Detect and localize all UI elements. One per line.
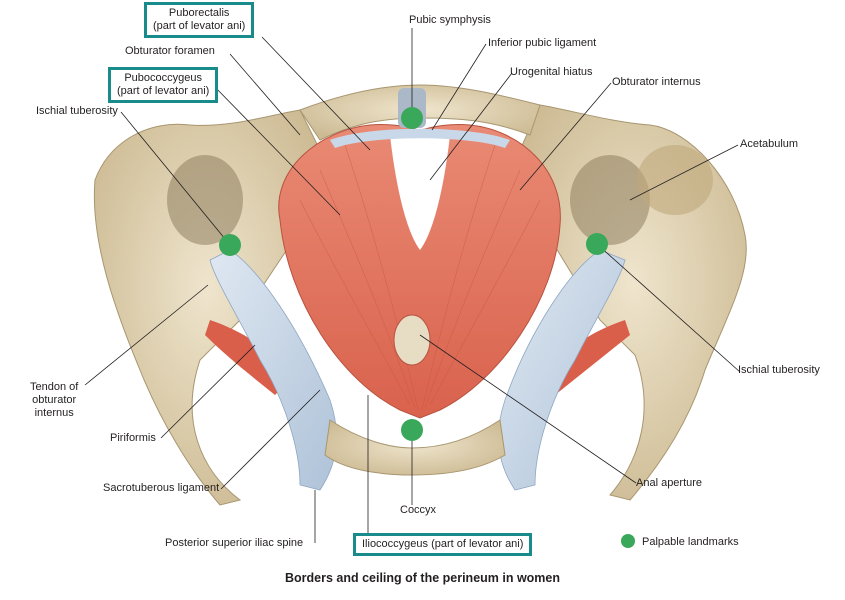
palpable-landmark-dots bbox=[219, 107, 608, 441]
right-sacrotuberous-ligament bbox=[498, 249, 626, 491]
label-pubococcygeus-line2: (part of levator ani) bbox=[117, 85, 210, 97]
urogenital-hiatus-shape bbox=[390, 129, 450, 250]
muscle-fibers bbox=[299, 144, 541, 411]
label-puborectalis: Puborectalis (part of levator ani) bbox=[144, 2, 255, 38]
leader-lines bbox=[84, 28, 741, 543]
left-obturator-foramen bbox=[167, 155, 243, 245]
inferior-pubic-ligament-shape bbox=[330, 128, 510, 148]
label-puborectalis-line2: (part of levator ani) bbox=[153, 20, 246, 32]
right-obturator-foramen bbox=[570, 155, 650, 245]
landmark-pubic-symphysis bbox=[401, 107, 423, 129]
label-urogenital-hiatus: Urogenital hiatus bbox=[510, 66, 593, 78]
landmark-coccyx bbox=[401, 419, 423, 441]
label-obturator-foramen: Obturator foramen bbox=[125, 45, 215, 57]
left-iliac-bone bbox=[93, 109, 321, 506]
label-sacrotuberous-ligament: Sacrotuberous ligament bbox=[103, 482, 220, 494]
label-tendon-line1: Tendon of bbox=[30, 381, 79, 393]
acetabulum-shape bbox=[637, 145, 713, 215]
label-coccyx: Coccyx bbox=[400, 504, 437, 516]
label-posterior-superior-iliac-spine: Posterior superior iliac spine bbox=[165, 537, 304, 549]
levator-ani-muscle bbox=[278, 124, 561, 419]
legend-dot-icon bbox=[621, 534, 635, 548]
landmark-left-ischial-tuberosity bbox=[219, 234, 241, 256]
label-tendon-line2: obturator bbox=[32, 394, 77, 406]
label-tendon-obturator-internus: Tendon of obturator internus bbox=[30, 381, 78, 420]
label-anal-aperture: Anal aperture bbox=[636, 477, 703, 489]
coccyx-bone bbox=[324, 419, 506, 476]
legend-label: Palpable landmarks bbox=[642, 536, 739, 548]
label-piriformis: Piriformis bbox=[110, 432, 156, 444]
label-pubic-symphysis: Pubic symphysis bbox=[409, 14, 491, 26]
label-tendon-line3: internus bbox=[34, 407, 74, 419]
label-pubococcygeus-line1: Pubococcygeus bbox=[124, 72, 202, 84]
figure-caption: Borders and ceiling of the perineum in w… bbox=[284, 571, 561, 585]
label-puborectalis-line1: Puborectalis bbox=[168, 7, 230, 19]
label-pubococcygeus: Pubococcygeus (part of levator ani) bbox=[108, 67, 219, 103]
landmark-right-ischial-tuberosity bbox=[586, 233, 608, 255]
label-iliococcygeus: Iliococcygeus (part of levator ani) bbox=[353, 533, 533, 556]
label-acetabulum: Acetabulum bbox=[740, 138, 799, 150]
anal-aperture-shape bbox=[393, 314, 431, 366]
label-ischial-tuberosity-left: Ischial tuberosity bbox=[36, 105, 118, 117]
left-piriformis bbox=[205, 320, 290, 395]
label-obturator-internus: Obturator internus bbox=[612, 76, 701, 88]
label-ischial-tuberosity-right: Ischial tuberosity bbox=[738, 364, 820, 376]
label-inferior-pubic-ligament: Inferior pubic ligament bbox=[488, 37, 597, 49]
left-sacrotuberous-ligament bbox=[209, 249, 337, 491]
